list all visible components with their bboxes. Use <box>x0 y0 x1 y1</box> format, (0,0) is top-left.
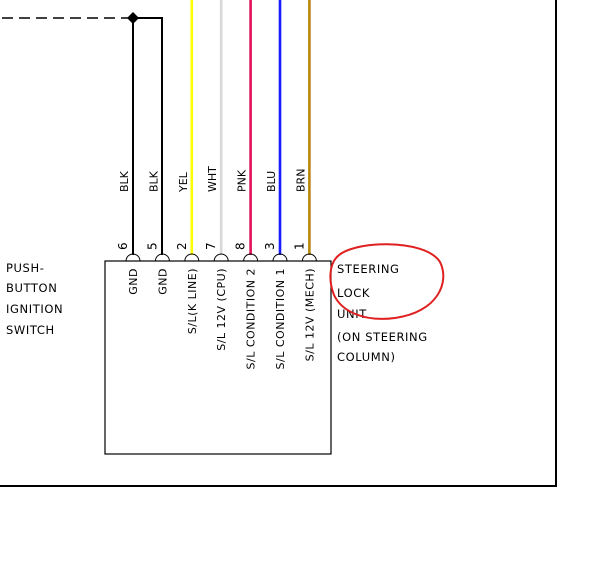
pin-number-label: 7 <box>204 242 218 250</box>
pin-number-label: 3 <box>263 242 277 250</box>
unit-label-line-1: STEERING <box>337 262 400 276</box>
unit-label-line-2: LOCK <box>337 286 370 300</box>
steering-lock-unit-label: STEERING LOCK UNIT (ON STEERING COLUMN) <box>337 262 428 364</box>
pin-function-label: S/L CONDITION 1 <box>274 268 287 369</box>
wire-color-label: BLK <box>118 170 131 192</box>
pin-number-label: 8 <box>234 242 248 250</box>
pin-number-label: 6 <box>116 242 130 250</box>
pin-terminal <box>154 253 170 262</box>
ignition-switch-label: PUSH- BUTTON IGNITION SWITCH <box>6 261 63 337</box>
ignition-label-line-4: SWITCH <box>6 323 55 337</box>
pin-terminal <box>301 253 317 262</box>
pin-function-label: S/L CONDITION 2 <box>245 268 258 369</box>
pin-number-label: 5 <box>145 242 159 250</box>
pin-function-label: GND <box>156 268 169 295</box>
wire-color-label: BLU <box>265 171 278 192</box>
ignition-label-line-1: PUSH- <box>6 261 44 275</box>
wire-color-label: YEL <box>177 171 190 193</box>
wire-color-label: BRN <box>294 169 307 192</box>
pin-terminal <box>243 253 259 262</box>
pin-function-label: S/L(K LINE) <box>186 268 199 334</box>
pin-terminal <box>184 253 200 262</box>
pin-function-label: S/L 12V (CPU) <box>215 268 228 351</box>
unit-label-line-4: (ON STEERING <box>337 330 428 344</box>
ignition-label-line-3: IGNITION <box>6 302 63 316</box>
wire-color-label: PNK <box>236 169 249 192</box>
pin-number-label: 2 <box>175 242 189 250</box>
unit-label-line-3: UNIT <box>337 307 367 321</box>
pin-terminal <box>125 253 141 262</box>
unit-label-line-5: COLUMN) <box>337 350 396 364</box>
pin-function-label: GND <box>127 268 140 295</box>
ground-wire-pin5 <box>133 17 163 255</box>
wire-group <box>190 0 311 255</box>
ignition-label-line-2: BUTTON <box>6 281 57 295</box>
pin-terminal <box>272 253 288 262</box>
wire-color-label: WHT <box>206 166 219 192</box>
pin-terminal <box>213 253 229 262</box>
wire-color-label: BLK <box>147 170 160 192</box>
pin-number-label: 1 <box>292 242 306 250</box>
highlight-circle <box>329 243 445 320</box>
connector-box <box>104 260 332 455</box>
pin-function-label: S/L 12V (MECH) <box>303 268 316 361</box>
